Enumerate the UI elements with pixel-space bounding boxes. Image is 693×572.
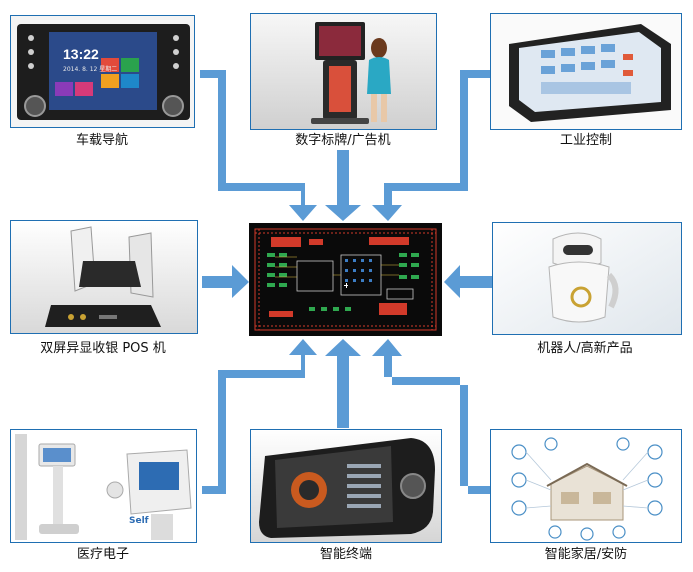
signage-kiosk-image <box>251 14 437 130</box>
pcb-layout-image <box>249 223 442 336</box>
label-car: 车载导航 <box>2 133 202 149</box>
label-pos: 双屏异显收银 POS 机 <box>3 341 203 357</box>
medical-kiosk-image <box>11 430 197 543</box>
pos-terminal-image <box>11 221 198 334</box>
handheld-terminal-image <box>251 430 442 543</box>
label-medical: 医疗电子 <box>3 547 203 563</box>
robot-image <box>493 223 682 335</box>
device-card-pos <box>10 220 198 334</box>
device-card-medical: Self <box>10 429 197 543</box>
device-card-car: 13:22 2014. 8. 12 星期二 <box>10 15 195 128</box>
medical-badge: Self <box>129 516 149 526</box>
industrial-panel-image <box>491 14 682 130</box>
label-terminal: 智能终端 <box>246 547 446 563</box>
device-card-smarthome <box>490 429 682 543</box>
label-smarthome: 智能家居/安防 <box>486 547 686 563</box>
car-screen-date: 2014. 8. 12 星期二 <box>63 64 117 73</box>
label-industrial: 工业控制 <box>486 133 686 149</box>
smart-home-image <box>491 430 682 543</box>
arrow-robot <box>444 265 492 298</box>
arrow-signage <box>325 150 361 221</box>
label-signage: 数字标牌/广告机 <box>243 133 443 149</box>
pcb-board <box>249 223 442 336</box>
label-robot: 机器人/高新产品 <box>485 341 685 357</box>
arrow-pos <box>202 265 249 298</box>
device-card-robot <box>492 222 682 335</box>
device-card-terminal <box>250 429 442 543</box>
device-card-signage <box>250 13 437 130</box>
arrow-terminal <box>325 339 361 428</box>
device-card-industrial <box>490 13 682 130</box>
car-screen-time: 13:22 <box>63 46 99 62</box>
